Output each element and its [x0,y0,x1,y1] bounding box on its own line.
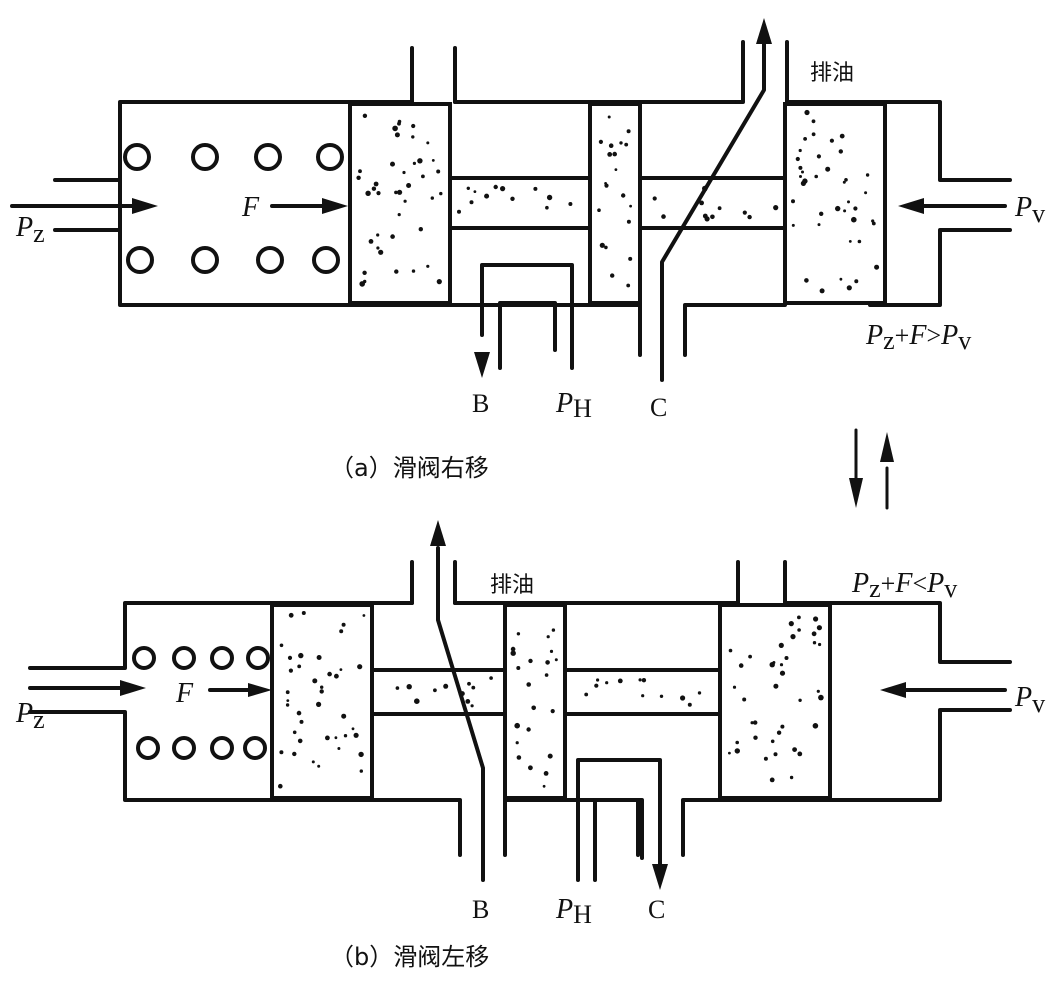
drain-port-a [735,40,789,104]
pz-label-a: Pz [15,212,45,248]
f-label-b: F [175,678,194,709]
condition-label-b: Pz+F<Pv [851,568,957,603]
c-arrowhead-b [652,864,668,890]
spool-land-right-b [718,603,832,800]
pz-arrowhead-b [120,680,146,696]
spring-coils-a [123,143,344,274]
pz-arrowhead-a [132,198,158,214]
spool-stipple-a [356,109,880,294]
pv-arrowhead-a [898,198,924,214]
pb-flow-line-a [480,263,574,370]
pv-label-a: Pv [1014,192,1045,228]
port-c-label-a: C [650,393,667,422]
f-label-a: F [241,192,260,223]
drain-arrowhead-b [430,520,446,546]
b-arrowhead-a [474,352,490,378]
ph-label-b: PH [555,894,592,929]
spring-coils-b [132,646,270,760]
panel-a: 排油 Pz F Pv Pz+F>Pv B PH C （a）滑阀右移 [10,18,1045,482]
spool-land-left-a [348,102,452,305]
spool-land-right-a [783,102,887,305]
top-stub-b [736,560,787,605]
pc-flow-line-b [576,758,662,882]
port-b-label-b: B [472,895,489,924]
c-drain-line-a [660,38,766,382]
port-b-label-a: B [472,389,489,418]
drain-port-b [410,560,457,605]
top-stub-a [410,46,457,104]
spool-land-middle-b [503,603,567,800]
f-arrowhead-a [322,198,348,214]
transition-arrows [849,428,894,510]
spool-stipple-b [278,611,824,789]
ph-label-a: PH [555,388,592,423]
b-drain-line-b [436,546,485,882]
port-c-label-b: C [648,895,665,924]
spool-land-middle-a [588,102,642,305]
drain-arrowhead-a [756,18,772,44]
condition-label-a: Pz+F>Pv [865,320,971,355]
f-arrowhead-b [248,683,272,697]
drain-label-a: 排油 [810,61,854,86]
drain-label-b: 排油 [490,573,534,598]
pz-label-b: Pz [15,698,45,734]
panel-b: 排油 Pz+F<Pv Pz F Pv B PH C （b）滑阀左移 [15,520,1045,971]
caption-b: （b）滑阀左移 [330,943,489,971]
pv-arrowhead-b [880,682,906,698]
pv-label-b: Pv [1014,682,1045,718]
caption-a: （a）滑阀右移 [330,454,489,482]
housing-b [28,601,1012,857]
